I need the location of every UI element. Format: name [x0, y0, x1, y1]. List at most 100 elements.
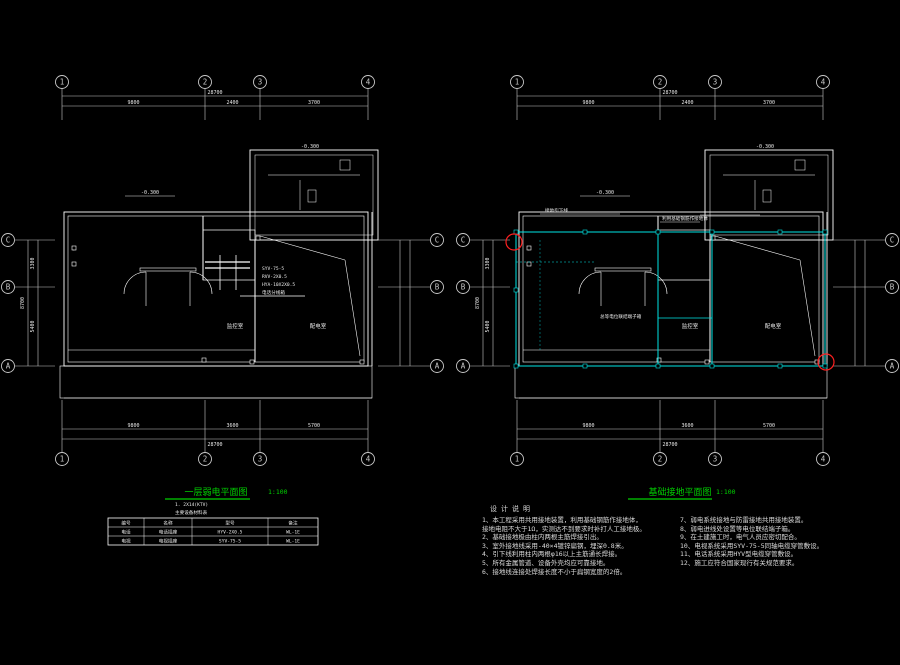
axis-left-B-bubble [1, 280, 15, 294]
dimension-text: 8700 [20, 297, 26, 309]
axis-top-3-label: 3 [713, 78, 718, 87]
axis-top-2-label: 2 [658, 78, 663, 87]
highlight-circle [505, 233, 523, 251]
legend-cell: WL-1E [286, 530, 300, 536]
roof-slope-line [799, 259, 816, 357]
axis-left-A-label: A [461, 362, 466, 371]
column [704, 359, 710, 365]
legend-header-cell: 备注 [288, 520, 298, 527]
dimension-text: 2400 [226, 100, 238, 106]
axis-bottom-4-bubble [816, 452, 830, 466]
legend-header-cell: 编号 [121, 520, 131, 527]
legend-cell: 电话 [121, 529, 131, 536]
column [255, 235, 261, 241]
axis-top-2-bubble [198, 75, 212, 89]
axis-left-A-bubble [456, 359, 470, 373]
ground-note: 利用基础钢筋作接地体 [662, 215, 708, 222]
axis-bottom-2-label: 2 [658, 455, 663, 464]
axis-bottom-3-label: 3 [713, 455, 718, 464]
axis-left-C-bubble [456, 233, 470, 247]
legend-table-border [107, 517, 319, 546]
axis-top-1-label: 1 [515, 78, 520, 87]
ground-node [513, 287, 519, 293]
door-swing [578, 271, 602, 295]
legend-cell: 电视 [121, 538, 131, 545]
dimension-text: 9800 [127, 423, 139, 429]
legend-cell: 电话插座 [159, 529, 178, 536]
dimension-text: 3600 [681, 423, 693, 429]
dimension-text: 9800 [582, 100, 594, 106]
axis-left-C-label: C [461, 236, 466, 245]
dimension-text: 5700 [308, 423, 320, 429]
legend-header-cell: 名称 [163, 520, 173, 527]
dimension-text: 9800 [582, 423, 594, 429]
axis-left-B-bubble [456, 280, 470, 294]
roof-slope-line [259, 235, 346, 261]
annex-fixture [794, 159, 806, 171]
axis-top-4-bubble [816, 75, 830, 89]
axis-bottom-1-bubble [510, 452, 524, 466]
legend-cell: SYV-75-5 [219, 539, 241, 545]
cable-note: 电话分线箱 [262, 289, 285, 296]
ground-node [777, 229, 783, 235]
dimension-text: 8700 [475, 297, 481, 309]
legend-cell: HYV-2X0.5 [218, 530, 243, 536]
axis-bottom-2-bubble [653, 452, 667, 466]
annex-inner-wall [709, 154, 829, 236]
axis-right-A-label: A [890, 362, 895, 371]
level-mark: -0.300 [141, 190, 159, 196]
roof-slope-line [344, 259, 361, 357]
ground-node [822, 363, 828, 369]
axis-top-3-bubble [253, 75, 267, 89]
equipment-mark: · [527, 247, 531, 254]
legend-note: 1. 2X14(KTV) [175, 502, 208, 508]
annex-wall [249, 149, 379, 241]
axis-top-2-bubble [653, 75, 667, 89]
axis-top-4-bubble [361, 75, 375, 89]
room-label: 配电室 [310, 322, 327, 330]
axis-right-C-bubble [430, 233, 444, 247]
dimension-text: 28700 [207, 90, 222, 96]
axis-bottom-4-bubble [361, 452, 375, 466]
ground-node [582, 363, 588, 369]
axis-right-A-bubble [885, 359, 899, 373]
toilet-room [202, 229, 256, 281]
axis-top-4-label: 4 [821, 78, 826, 87]
axis-right-C-label: C [890, 236, 895, 245]
axis-top-3-bubble [708, 75, 722, 89]
dimension-text: 3700 [308, 100, 320, 106]
axis-top-1-bubble [510, 75, 524, 89]
plan-title: 一层弱电平面图 [184, 486, 247, 498]
dimension-text: 3700 [763, 100, 775, 106]
door-swing [189, 271, 213, 295]
note-item: 11、电话系统采用HYV型电缆穿管敷设。 [680, 550, 798, 559]
ground-node [777, 363, 783, 369]
axis-top-2-label: 2 [203, 78, 208, 87]
note-item: 10、电视系统采用SYV-75-5同轴电缆穿管敷设。 [680, 541, 824, 550]
dimension-text: 28700 [662, 442, 677, 448]
annex-wall [704, 149, 834, 241]
design-notes: 设计说明 1、本工程采用共用接地装置，利用基础钢筋作接地体， 接地电阻不大于1Ω… [482, 503, 892, 653]
ground-note: 接地引下线 [545, 207, 568, 214]
note-item: 4、引下线利用柱内两根φ16以上主筋通长焊接。 [482, 550, 622, 559]
ground-node [582, 229, 588, 235]
note-item: 2、基础接地极由柱内两根主筋焊接引出。 [482, 533, 603, 542]
axis-right-C-label: C [435, 236, 440, 245]
annex-fixture [762, 189, 772, 203]
equipment-mark: · [72, 247, 76, 254]
ground-node [822, 229, 828, 235]
ground-node [709, 229, 715, 235]
dimension-text: 5400 [485, 320, 491, 332]
door-swing [644, 271, 668, 295]
axis-top-4-label: 4 [366, 78, 371, 87]
legend-cell: WL-1E [286, 539, 300, 545]
axis-bottom-3-label: 3 [258, 455, 263, 464]
inner-wall [67, 215, 365, 363]
axis-top-3-label: 3 [258, 78, 263, 87]
cable-note: HYA-10X2X0.5 [262, 282, 295, 288]
notes-column-left: 1、本工程采用共用接地装置，利用基础钢筋作接地体， 接地电阻不大于1Ω，实测达不… [482, 516, 677, 576]
axis-bottom-2-bubble [198, 452, 212, 466]
annex-fixture [339, 159, 351, 171]
